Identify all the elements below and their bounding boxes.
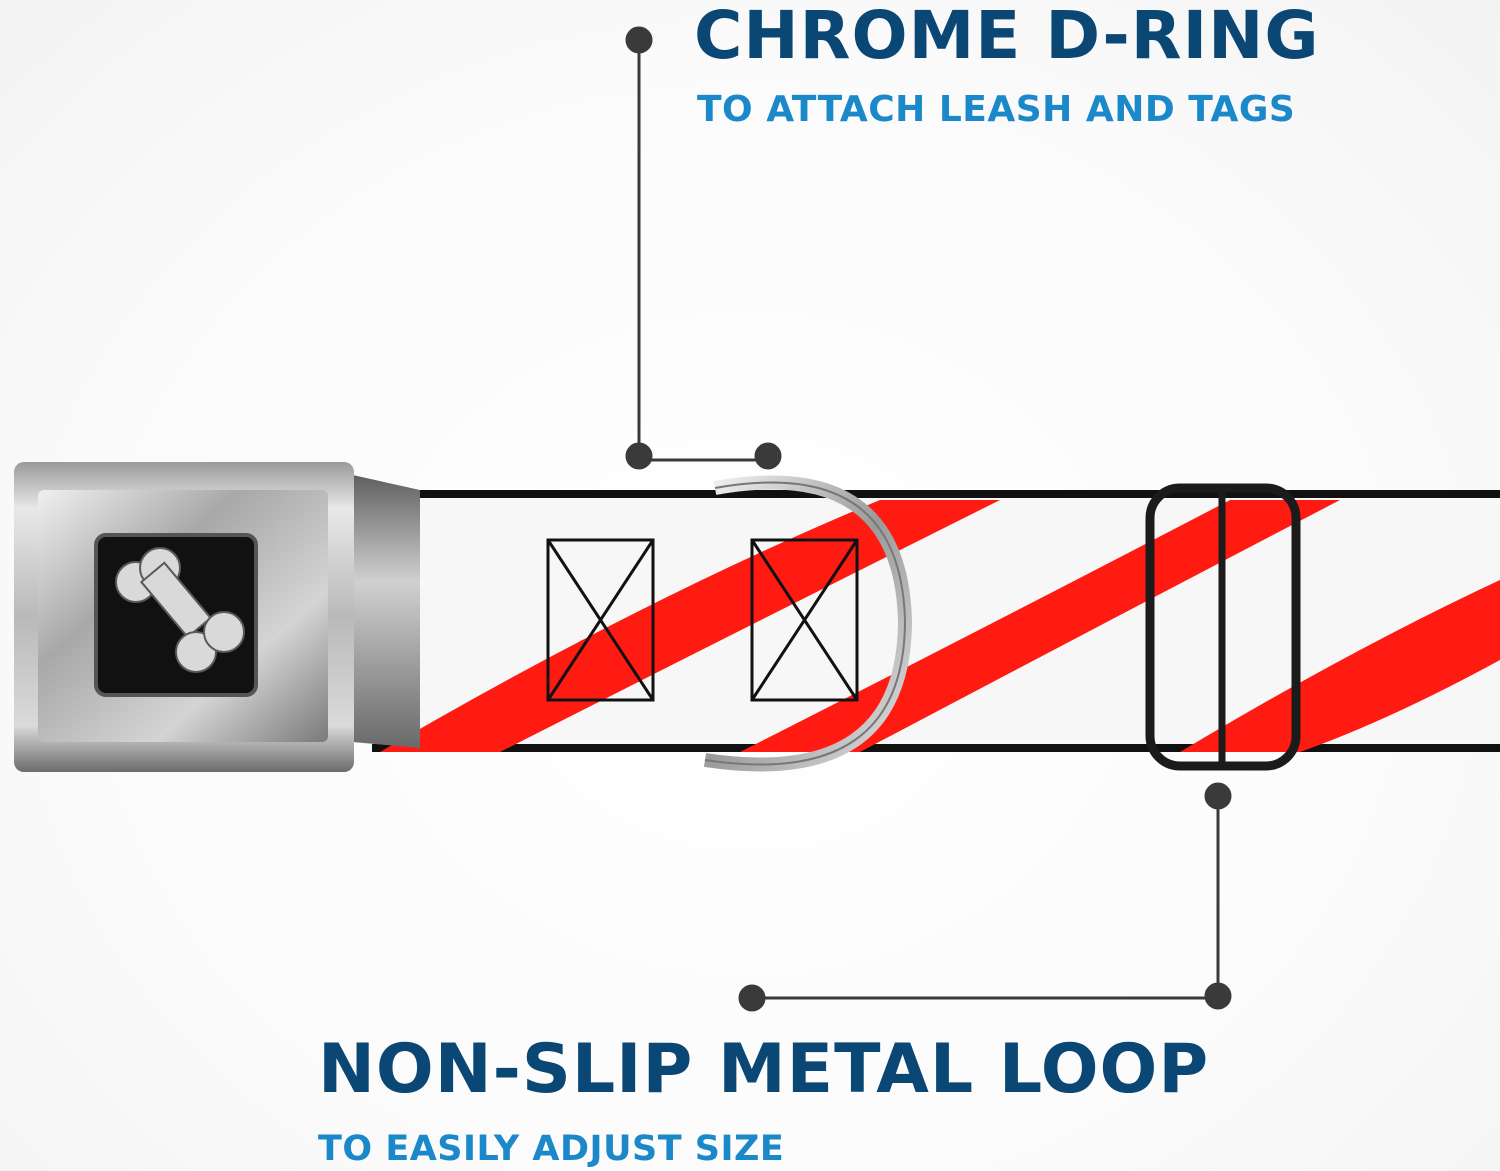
collar-strap <box>372 490 1500 752</box>
loop-leader-line <box>738 782 1232 1012</box>
dring-subtitle: TO ATTACH LEASH AND TAGS <box>697 89 1296 130</box>
bone-icon <box>115 547 245 673</box>
d-ring <box>703 475 913 772</box>
loop-subtitle: TO EASILY ADJUST SIZE <box>318 1129 785 1169</box>
loop-title: NON-SLIP METAL LOOP <box>318 1030 1210 1109</box>
stitching <box>546 538 859 702</box>
dring-title: CHROME D-RING <box>694 0 1320 74</box>
dring-leader-line <box>625 26 782 470</box>
seatbelt-buckle <box>14 462 420 772</box>
metal-loop <box>1145 483 1301 771</box>
